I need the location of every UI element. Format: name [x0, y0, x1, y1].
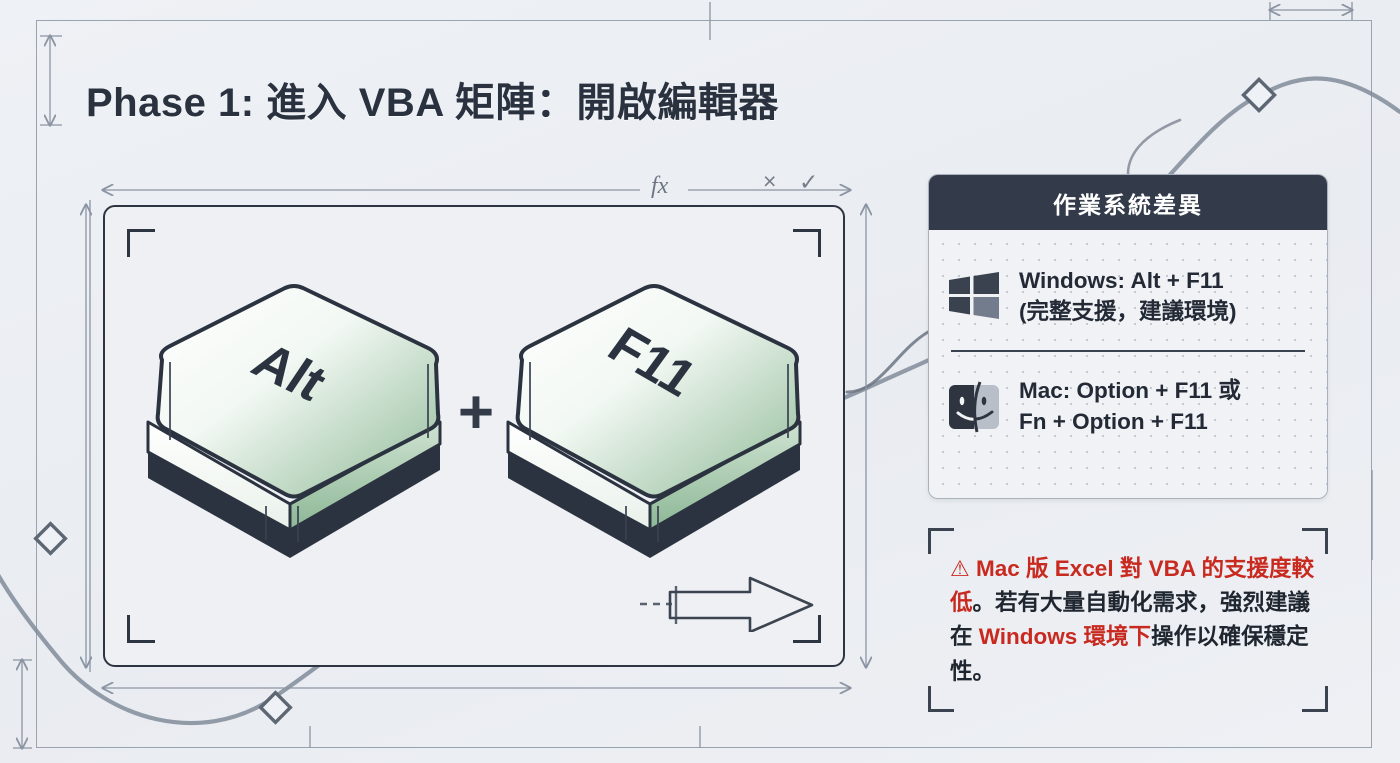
warning-corner-top-left	[928, 528, 954, 554]
f11-key[interactable]: F11	[500, 272, 830, 572]
os-difference-card: 作業系統差異 Windows: Alt + F11 (完整支援，建議環境)	[928, 174, 1328, 499]
alt-key[interactable]: Alt	[140, 272, 470, 572]
os-card-title: 作業系統差異	[929, 175, 1327, 230]
confirm-icon[interactable]: ✓	[799, 169, 819, 195]
panel-corner-top-right	[793, 229, 821, 257]
warning-text: ⚠ Mac 版 Excel 對 VBA 的支援度較低。若有大量自動化需求，強烈建…	[950, 552, 1314, 689]
panel-corner-bottom-left	[127, 615, 155, 643]
panel-corner-top-left	[127, 229, 155, 257]
fx-icon: fx	[651, 173, 669, 199]
flow-arrow-icon	[640, 576, 814, 632]
os-row-windows-label: Windows: Alt + F11 (完整支援，建議環境)	[1019, 267, 1237, 324]
mac-finder-icon	[949, 381, 999, 433]
plus-separator: +	[457, 378, 495, 447]
warning-segment-2: Windows 環境下	[978, 624, 1152, 650]
warning-segment-0: Mac 版 Excel 對 VBA 的支援度較低	[950, 556, 1314, 616]
warning-segment-3: 操作以確保穩定性。	[950, 624, 1309, 684]
panel-corner-bottom-right	[793, 615, 821, 643]
windows-logo-icon	[949, 272, 999, 319]
os-card-body: Windows: Alt + F11 (完整支援，建議環境) Mac: Opti…	[929, 230, 1327, 498]
os-row-mac[interactable]: Mac: Option + F11 或 Fn + Option + F11	[947, 354, 1309, 458]
page-title: Phase 1: 進入 VBA 矩陣：開啟編輯器	[86, 81, 779, 125]
warning-triangle-icon: ⚠	[950, 556, 970, 581]
warning-corner-top-right	[1302, 528, 1328, 554]
os-card-divider	[951, 350, 1305, 352]
warning-corner-bottom-left	[928, 686, 954, 712]
warning-corner-bottom-right	[1302, 686, 1328, 712]
warning-segment-1: 。若有大量自動化需求，強烈建議在	[950, 590, 1311, 650]
warning-callout: ⚠ Mac 版 Excel 對 VBA 的支援度較低。若有大量自動化需求，強烈建…	[928, 528, 1328, 712]
os-row-mac-label: Mac: Option + F11 或 Fn + Option + F11	[1019, 377, 1241, 434]
os-row-windows[interactable]: Windows: Alt + F11 (完整支援，建議環境)	[947, 244, 1309, 348]
cancel-icon[interactable]: ×	[763, 168, 777, 194]
